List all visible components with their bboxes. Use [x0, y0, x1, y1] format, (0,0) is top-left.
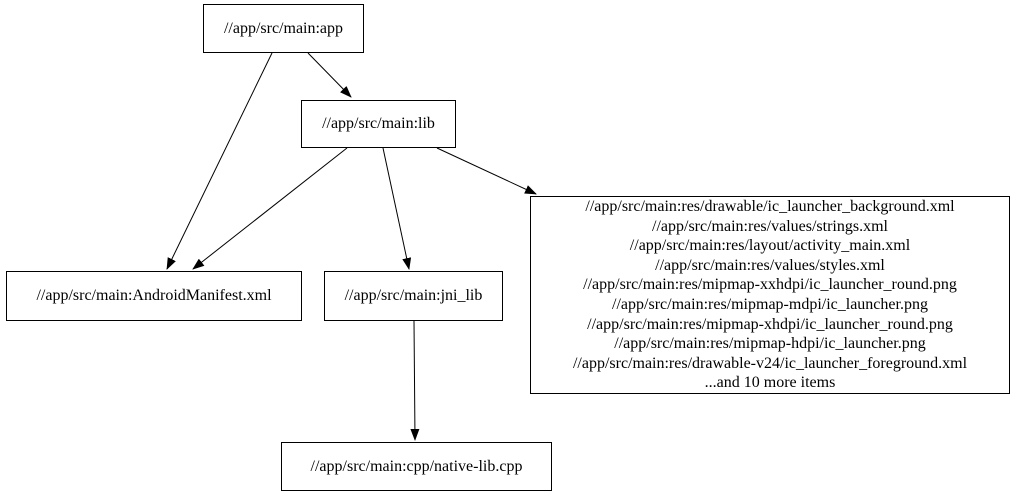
node-jni-lib-label: //app/src/main:jni_lib — [344, 287, 483, 304]
edge-app-to-androidmanifest — [166, 52, 273, 270]
node-native-lib-cpp-label: //app/src/main:cpp/native-lib.cpp — [310, 457, 523, 475]
edge-app-to-lib — [307, 52, 352, 98]
edge-lib-to-res-group — [436, 147, 537, 195]
edge-jni-lib-to-cpp — [410, 320, 420, 441]
res-item: //app/src/main:res/drawable-v24/ic_launc… — [572, 354, 968, 372]
res-item: //app/src/main:res/mipmap-mdpi/ic_launch… — [612, 296, 928, 313]
node-jni-lib: //app/src/main:jni_lib — [324, 271, 503, 321]
res-item: //app/src/main:res/mipmap-hdpi/ic_launch… — [614, 335, 926, 353]
res-item: //app/src/main:res/values/strings.xml — [652, 217, 888, 235]
node-res-group: //app/src/main:res/drawable/ic_launcher_… — [530, 196, 1010, 394]
node-androidmanifest: //app/src/main:AndroidManifest.xml — [6, 271, 302, 321]
node-app-target: //app/src/main:app — [203, 4, 364, 53]
node-lib-target: //app/src/main:lib — [301, 100, 456, 148]
edge-lib-to-androidmanifest — [192, 147, 348, 270]
res-item: //app/src/main:res/mipmap-xhdpi/ic_launc… — [587, 315, 953, 333]
res-item: //app/src/main:res/values/styles.xml — [655, 256, 885, 274]
res-more-items: ...and 10 more items — [704, 374, 836, 392]
res-item: //app/src/main:res/drawable/ic_launcher_… — [585, 198, 955, 216]
node-androidmanifest-label: //app/src/main:AndroidManifest.xml — [36, 287, 272, 304]
node-lib-label: //app/src/main:lib — [322, 115, 435, 132]
node-native-lib-cpp: //app/src/main:cpp/native-lib.cpp — [281, 442, 552, 491]
res-item: //app/src/main:res/mipmap-xxhdpi/ic_laun… — [583, 276, 957, 294]
res-item: //app/src/main:res/layout/activity_main.… — [629, 237, 911, 255]
node-app-label: //app/src/main:app — [223, 19, 344, 37]
edge-lib-to-jni-lib — [382, 147, 412, 270]
